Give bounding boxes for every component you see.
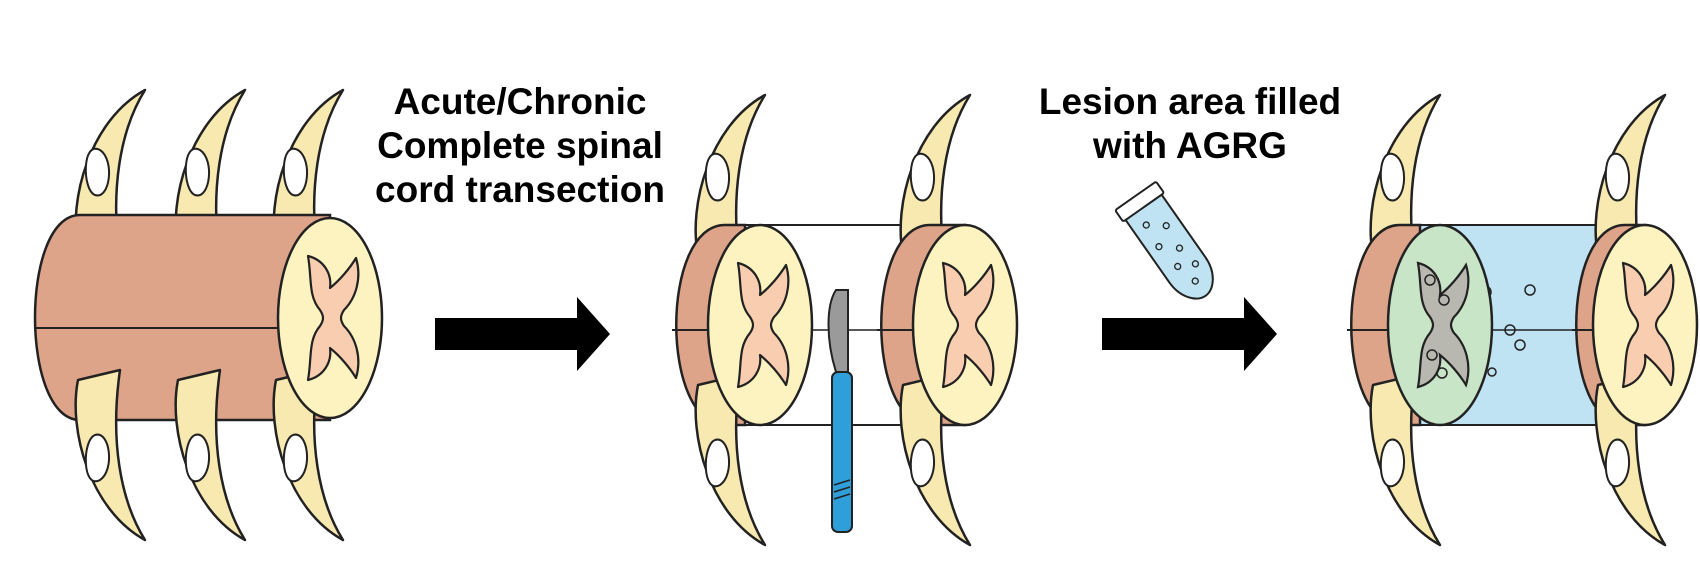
caption-line: Complete spinal [377, 125, 663, 166]
caption-agrg-filling: Lesion area filled with AGRG [1030, 80, 1350, 168]
intact-spinal-cord-icon [33, 88, 382, 542]
transected-spinal-cord-icon [672, 93, 1017, 547]
caption-line: Lesion area filled [1038, 81, 1342, 122]
arrow-right-icon [1102, 297, 1277, 371]
caption-line: cord transection [375, 169, 665, 210]
caption-line: with AGRG [1093, 125, 1287, 166]
filled-spinal-cord-icon [1347, 93, 1697, 547]
caption-transection: Acute/Chronic Complete spinal cord trans… [355, 80, 685, 212]
caption-line: Acute/Chronic [393, 81, 647, 122]
scalpel-icon [827, 289, 853, 533]
hydrogel-vial-icon [1114, 181, 1214, 300]
arrow-right-icon [435, 297, 610, 371]
